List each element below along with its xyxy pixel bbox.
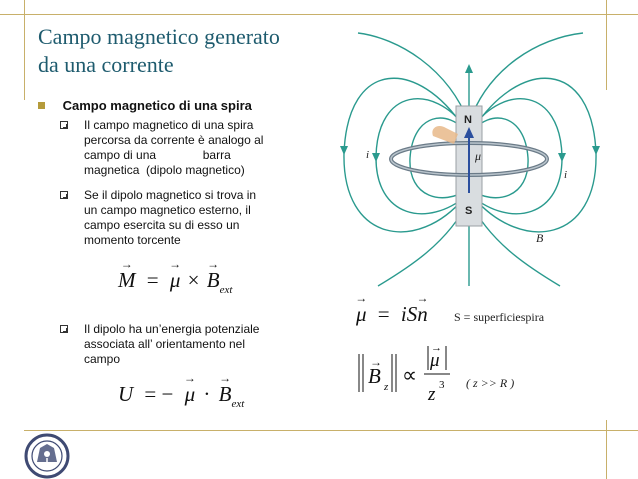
formula-symbol-n: n — [417, 302, 428, 327]
frame-line-bottom-right — [606, 420, 607, 479]
formula-symbol-B: B — [368, 364, 381, 388]
sub-bullet-2-line-1: Se il dipolo magnetico si trova in — [84, 188, 257, 202]
formula-proportional: ∝ — [402, 363, 417, 387]
formula-symbol-B: B — [219, 382, 232, 407]
hollow-bullet-icon — [60, 191, 68, 199]
formula-equals: = — [146, 268, 159, 292]
main-bullet-text: Campo magnetico di una spira — [62, 98, 252, 113]
title-line-1: Campo magnetico generato — [38, 24, 280, 49]
condition-note: ( z >> R ) — [466, 376, 515, 390]
sub-bullet-3-line-1: Il dipolo ha un’energia potenziale — [84, 322, 260, 336]
formula-symbol-mu: μ — [429, 350, 440, 371]
mu-arrowhead-icon — [464, 127, 474, 138]
formula-symbol-M: M — [118, 268, 136, 293]
formula-dot: · — [203, 382, 211, 406]
sub-bullet-1-line-4: magnetica (dipolo magnetico) — [84, 163, 245, 177]
field-label: B — [536, 231, 544, 245]
formula-symbol-B: B — [207, 268, 220, 293]
formula-subscript-ext: ext — [219, 284, 233, 296]
formula-subscript-ext: ext — [231, 398, 245, 410]
hollow-bullet-icon — [60, 121, 68, 129]
formula-symbol-mu: μ — [356, 302, 367, 327]
formula-subscript-z: z — [383, 381, 389, 393]
university-seal-logo — [24, 433, 70, 479]
current-label-right: i — [564, 169, 567, 181]
frame-line-right — [606, 0, 607, 90]
dipole-field-diagram: N S μ i i B — [340, 32, 600, 287]
south-label: S — [465, 205, 472, 217]
formula-exponent: 3 — [439, 379, 445, 391]
sub-bullet-2-line-4: momento torcente — [84, 233, 181, 247]
sub-bullet-2-line-2: un campo magnetico esterno, il — [84, 203, 251, 217]
surface-note: S = superficiespira — [454, 310, 545, 324]
formula-equals: = − — [144, 382, 174, 406]
title-line-2: da una corrente — [38, 52, 174, 77]
north-label: N — [464, 114, 472, 126]
sub-bullet-3-line-3: campo — [84, 352, 121, 366]
sub-bullet-1-line-2: percorsa da corrente è analogo al — [84, 133, 264, 147]
sub-bullet-2: Se il dipolo magnetico si trova in un ca… — [60, 188, 310, 248]
field-arrowheads — [340, 64, 600, 162]
sub-bullet-1-line-1: Il campo magnetico di una spira — [84, 118, 254, 132]
formula-symbol-z: z — [427, 384, 436, 405]
frame-line-left — [24, 0, 25, 100]
frame-line-top — [0, 14, 638, 15]
field-proportionality-formula: B → z ∝ μ → z 3 — [358, 342, 450, 405]
sub-bullet-1-line-3: campo di una barra — [84, 148, 231, 162]
formula-symbol-i: i — [400, 302, 407, 326]
torque-formula: M = μ × Bext — [118, 268, 232, 296]
main-bullet: Campo magnetico di una spira — [38, 98, 252, 113]
formula-symbol-S: S — [406, 302, 418, 326]
formula-symbol-mu: μ — [170, 268, 181, 293]
svg-text:→: → — [431, 342, 442, 354]
formula-symbol-U: U — [118, 382, 134, 406]
formula-equals: = — [377, 302, 390, 326]
sub-bullet-3: Il dipolo ha un’energia potenziale assoc… — [60, 322, 310, 367]
formula-times: × — [187, 268, 200, 292]
energy-formula: U = − μ · Bext — [118, 382, 244, 410]
formula-symbol-mu: μ — [185, 382, 196, 407]
hollow-bullet-icon — [60, 325, 68, 333]
square-bullet-icon — [38, 102, 45, 110]
sub-bullet-2-line-3: campo esercita su di esso un — [84, 218, 240, 232]
sub-bullet-3-line-2: associata all’ orientamento nel — [84, 337, 245, 351]
sub-bullet-1: Il campo magnetico di una spira percorsa… — [60, 118, 310, 178]
moment-formula: μ = iSn — [356, 302, 428, 327]
slide-title: Campo magnetico generato da una corrente — [38, 23, 338, 79]
hand-icon — [432, 125, 458, 144]
current-label-left: i — [366, 149, 369, 161]
mu-label: μ — [474, 149, 481, 163]
svg-text:→: → — [370, 355, 382, 369]
frame-line-bottom — [24, 430, 638, 431]
